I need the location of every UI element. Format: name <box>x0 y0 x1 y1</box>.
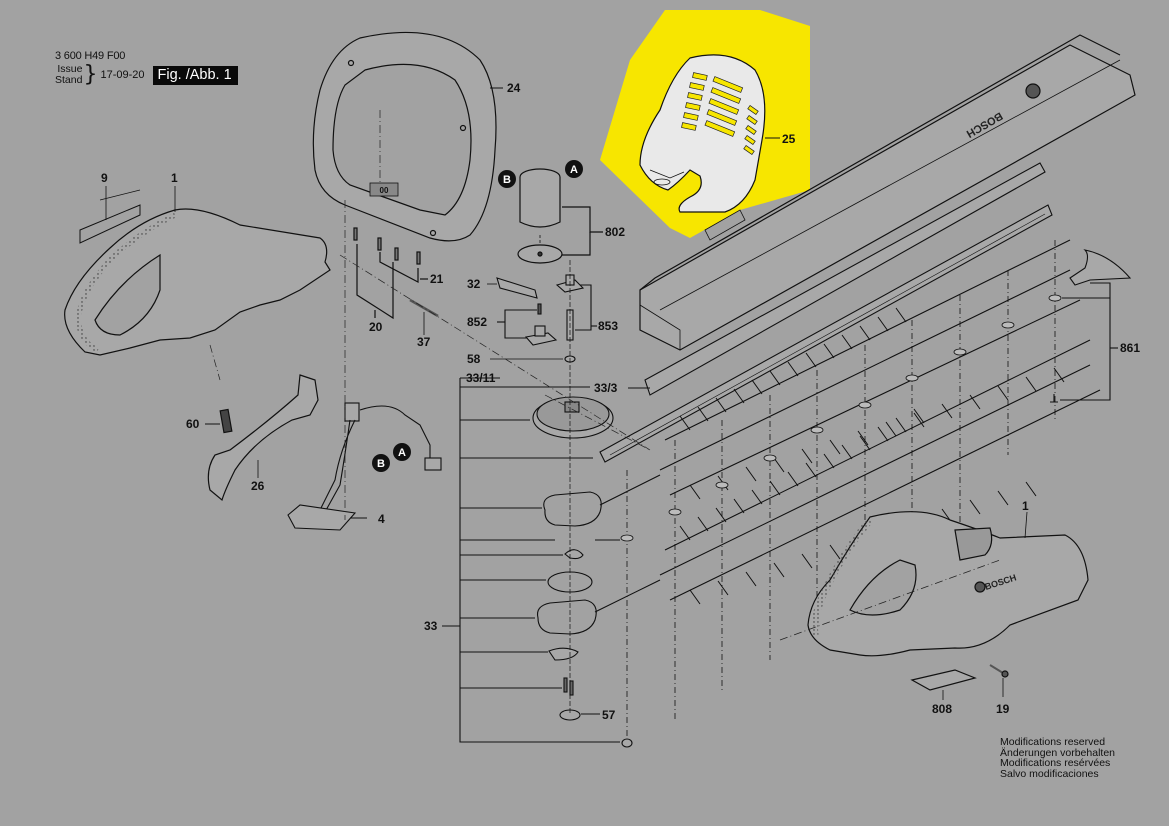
guide-rail[interactable] <box>599 162 1053 463</box>
label-57: 57 <box>602 708 616 722</box>
connector-a-motor: A <box>570 164 578 176</box>
modifications-notice: Modifications reserved Änderungen vorbeh… <box>1000 737 1115 779</box>
label-58: 58 <box>467 352 481 366</box>
notice-line-es: Salvo modificaciones <box>1000 767 1099 780</box>
cutting-blades[interactable] <box>620 239 1101 740</box>
motor-802[interactable]: 802 <box>517 168 625 264</box>
label-37: 37 <box>417 335 431 349</box>
brace-icon: } <box>83 62 98 87</box>
connector-b-lower: B <box>377 458 385 470</box>
label-24: 24 <box>507 81 521 95</box>
label-25: 25 <box>782 132 796 146</box>
hand-guard-part-25 <box>639 54 766 213</box>
housing-1-right[interactable]: BOSCH 1 808 19 <box>807 499 1089 716</box>
notice-line-en: Modifications reserved <box>1000 736 1106 748</box>
label-21: 21 <box>430 272 444 286</box>
notice-line-de: Änderungen vorbehalten <box>1000 746 1116 759</box>
label-26: 26 <box>251 479 265 493</box>
connector-a-lower: A <box>398 447 406 459</box>
front-handle-24[interactable]: 00 24 <box>312 31 521 242</box>
small-parts-32-852-853-58[interactable]: 32 852 853 58 <box>467 274 618 366</box>
issue-row: Issue Stand } 17-09-20 Fig. /Abb. 1 <box>55 64 238 86</box>
label-808: 808 <box>932 702 952 716</box>
switch-wiring-4[interactable]: 4 <box>287 402 442 531</box>
label-853: 853 <box>598 319 618 333</box>
gear-assembly-33[interactable]: 33/11 33/3 57 33 <box>424 260 661 748</box>
label-852: 852 <box>467 315 487 329</box>
label-861: 861 <box>1120 341 1140 355</box>
part-number: 3 600 H49 F00 <box>55 50 126 62</box>
stand-label: Stand <box>55 74 83 86</box>
assembly-guide-lines <box>209 110 1001 641</box>
notice-line-fr: Modifications resérvées <box>1000 757 1111 770</box>
screws-20-21[interactable]: 21 20 37 <box>353 227 444 349</box>
label-802: 802 <box>605 225 625 239</box>
label-33: 33 <box>424 619 438 633</box>
connector-markers-lower: B A <box>372 443 411 472</box>
blade-cover[interactable]: BOSCH <box>639 34 1136 351</box>
issue-label: Issue <box>57 63 83 75</box>
label-19: 19 <box>996 702 1010 716</box>
highlight-region-25[interactable]: 25 <box>600 10 810 238</box>
tip-guard-861[interactable]: 861 <box>1050 249 1140 403</box>
figure-label: Fig. /Abb. 1 <box>152 65 238 85</box>
issue-date: 17-09-20 <box>100 69 145 81</box>
label-33-11: 33/11 <box>466 371 496 385</box>
label-20: 20 <box>369 320 383 334</box>
label-32: 32 <box>467 277 481 291</box>
label-1-left: 1 <box>171 171 178 185</box>
issue-labels: Issue Stand <box>55 64 82 86</box>
document-header: 3 600 H49 F00 Issue Stand } 17-09-20 Fig… <box>55 50 238 86</box>
svg-text:00: 00 <box>380 186 389 195</box>
label-33-3: 33/3 <box>594 381 618 395</box>
connector-b-motor: B <box>503 174 511 186</box>
label-60: 60 <box>186 417 200 431</box>
housing-1-left[interactable]: 9 1 <box>64 171 331 356</box>
label-1-right: 1 <box>1022 499 1029 513</box>
label-4: 4 <box>378 512 385 526</box>
label-9: 9 <box>101 171 108 185</box>
connector-markers-motor: B A <box>498 160 583 188</box>
trigger-26[interactable]: 60 26 <box>186 374 319 502</box>
